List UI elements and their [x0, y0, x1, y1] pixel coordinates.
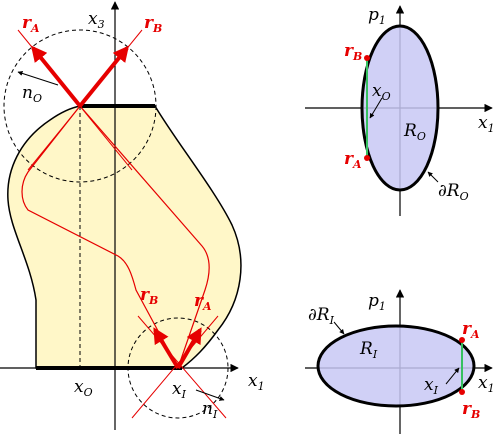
xo-label: xO: [74, 377, 93, 399]
dro-label: ∂RO: [438, 181, 469, 203]
xo-pointer: [369, 97, 383, 119]
x1-top-label: x1: [478, 113, 495, 135]
ra-mid-label: rA: [194, 291, 212, 313]
no-label: nO: [22, 83, 42, 105]
normal-no-arrow: [17, 71, 59, 86]
entry-arrow-ra: [176, 327, 202, 370]
dri-label: ∂RI: [308, 305, 335, 327]
optical-region: [7, 105, 242, 369]
ray-path-a: [21, 105, 179, 369]
entrance-circle: [127, 317, 229, 419]
rb-mid-label: rB: [140, 285, 158, 307]
exit-arrow-ra: [30, 45, 82, 108]
rb-bot-ell-label: rB: [462, 399, 480, 421]
ri-ellipse: [316, 324, 476, 408]
x3-label: x3: [88, 9, 105, 31]
xi-label: xI: [172, 379, 187, 401]
ra-top-point: [364, 155, 370, 161]
x1-label-main: x1: [248, 371, 265, 393]
rb-top-ell-label: rB: [344, 41, 362, 63]
x1-bot-label: x1: [478, 373, 495, 395]
entry-ray-line-b: [131, 315, 219, 419]
xi-pointer: [445, 367, 460, 385]
exit-circle: [3, 29, 157, 183]
ra-bot-ell-label: rA: [462, 319, 480, 341]
rb-bot-point: [459, 389, 465, 395]
rb-top-label: rB: [144, 13, 162, 35]
normal-ni-arrow: [195, 389, 225, 401]
entry-arrow-rb: [153, 327, 180, 370]
p1-bot-label: p1: [368, 291, 386, 313]
ra-top-ell-label: rA: [344, 149, 362, 171]
entry-ray-line-a: [137, 315, 227, 419]
xi-bot-ell-label: xI: [424, 375, 439, 397]
dro-pointer: [427, 171, 439, 183]
ni-label: nI: [202, 399, 218, 421]
ri-label: RI: [359, 339, 378, 361]
exit-arrow-rb: [78, 45, 130, 108]
ra-bot-point: [459, 337, 465, 343]
ra-top-label: rA: [22, 13, 40, 35]
xo-top-ell-label: xO: [372, 81, 391, 103]
rb-top-point: [364, 55, 370, 61]
dri-pointer: [333, 321, 345, 335]
p1-top-label: p1: [368, 5, 386, 27]
ray-path-b: [79, 105, 210, 369]
ro-ellipse: [360, 24, 440, 192]
ro-label: RO: [403, 121, 426, 143]
